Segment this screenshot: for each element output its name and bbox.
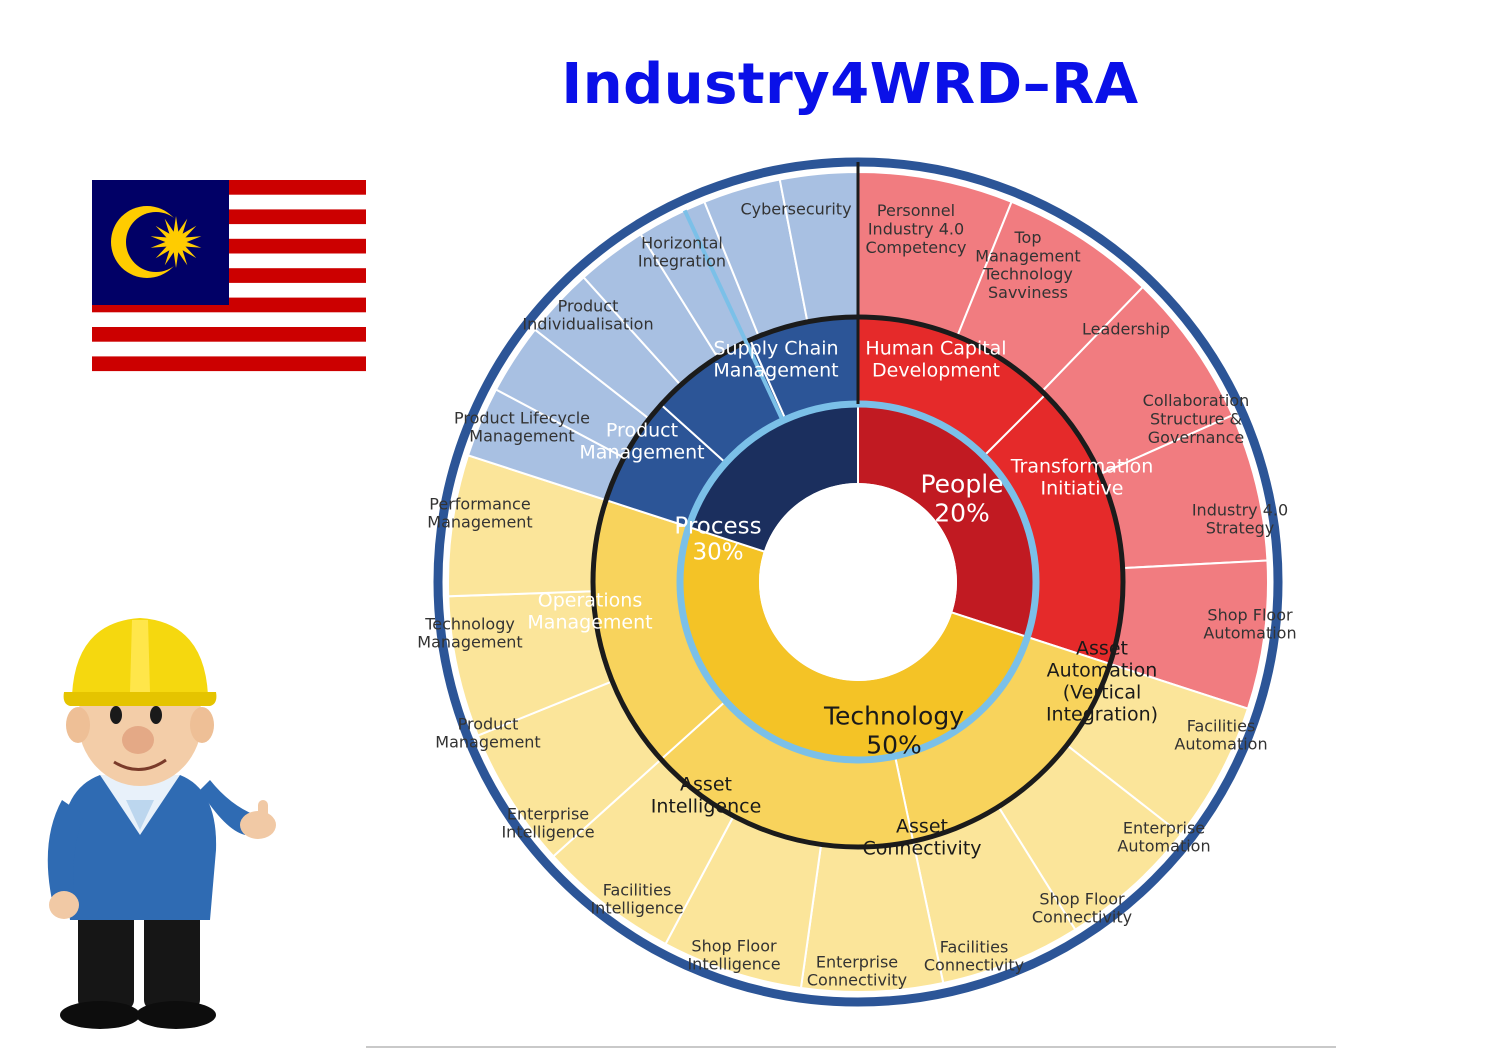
engineer-illustration <box>47 618 276 1029</box>
malaysia-flag <box>92 180 366 386</box>
page-title: Industry4WRD–RA <box>561 52 1139 117</box>
leadership-label: Leadership <box>1082 320 1170 339</box>
process-divider-line <box>682 209 785 422</box>
cybersecurity-label: Cybersecurity <box>740 200 851 219</box>
center-hole <box>759 483 957 681</box>
divider-line <box>366 1046 1336 1048</box>
